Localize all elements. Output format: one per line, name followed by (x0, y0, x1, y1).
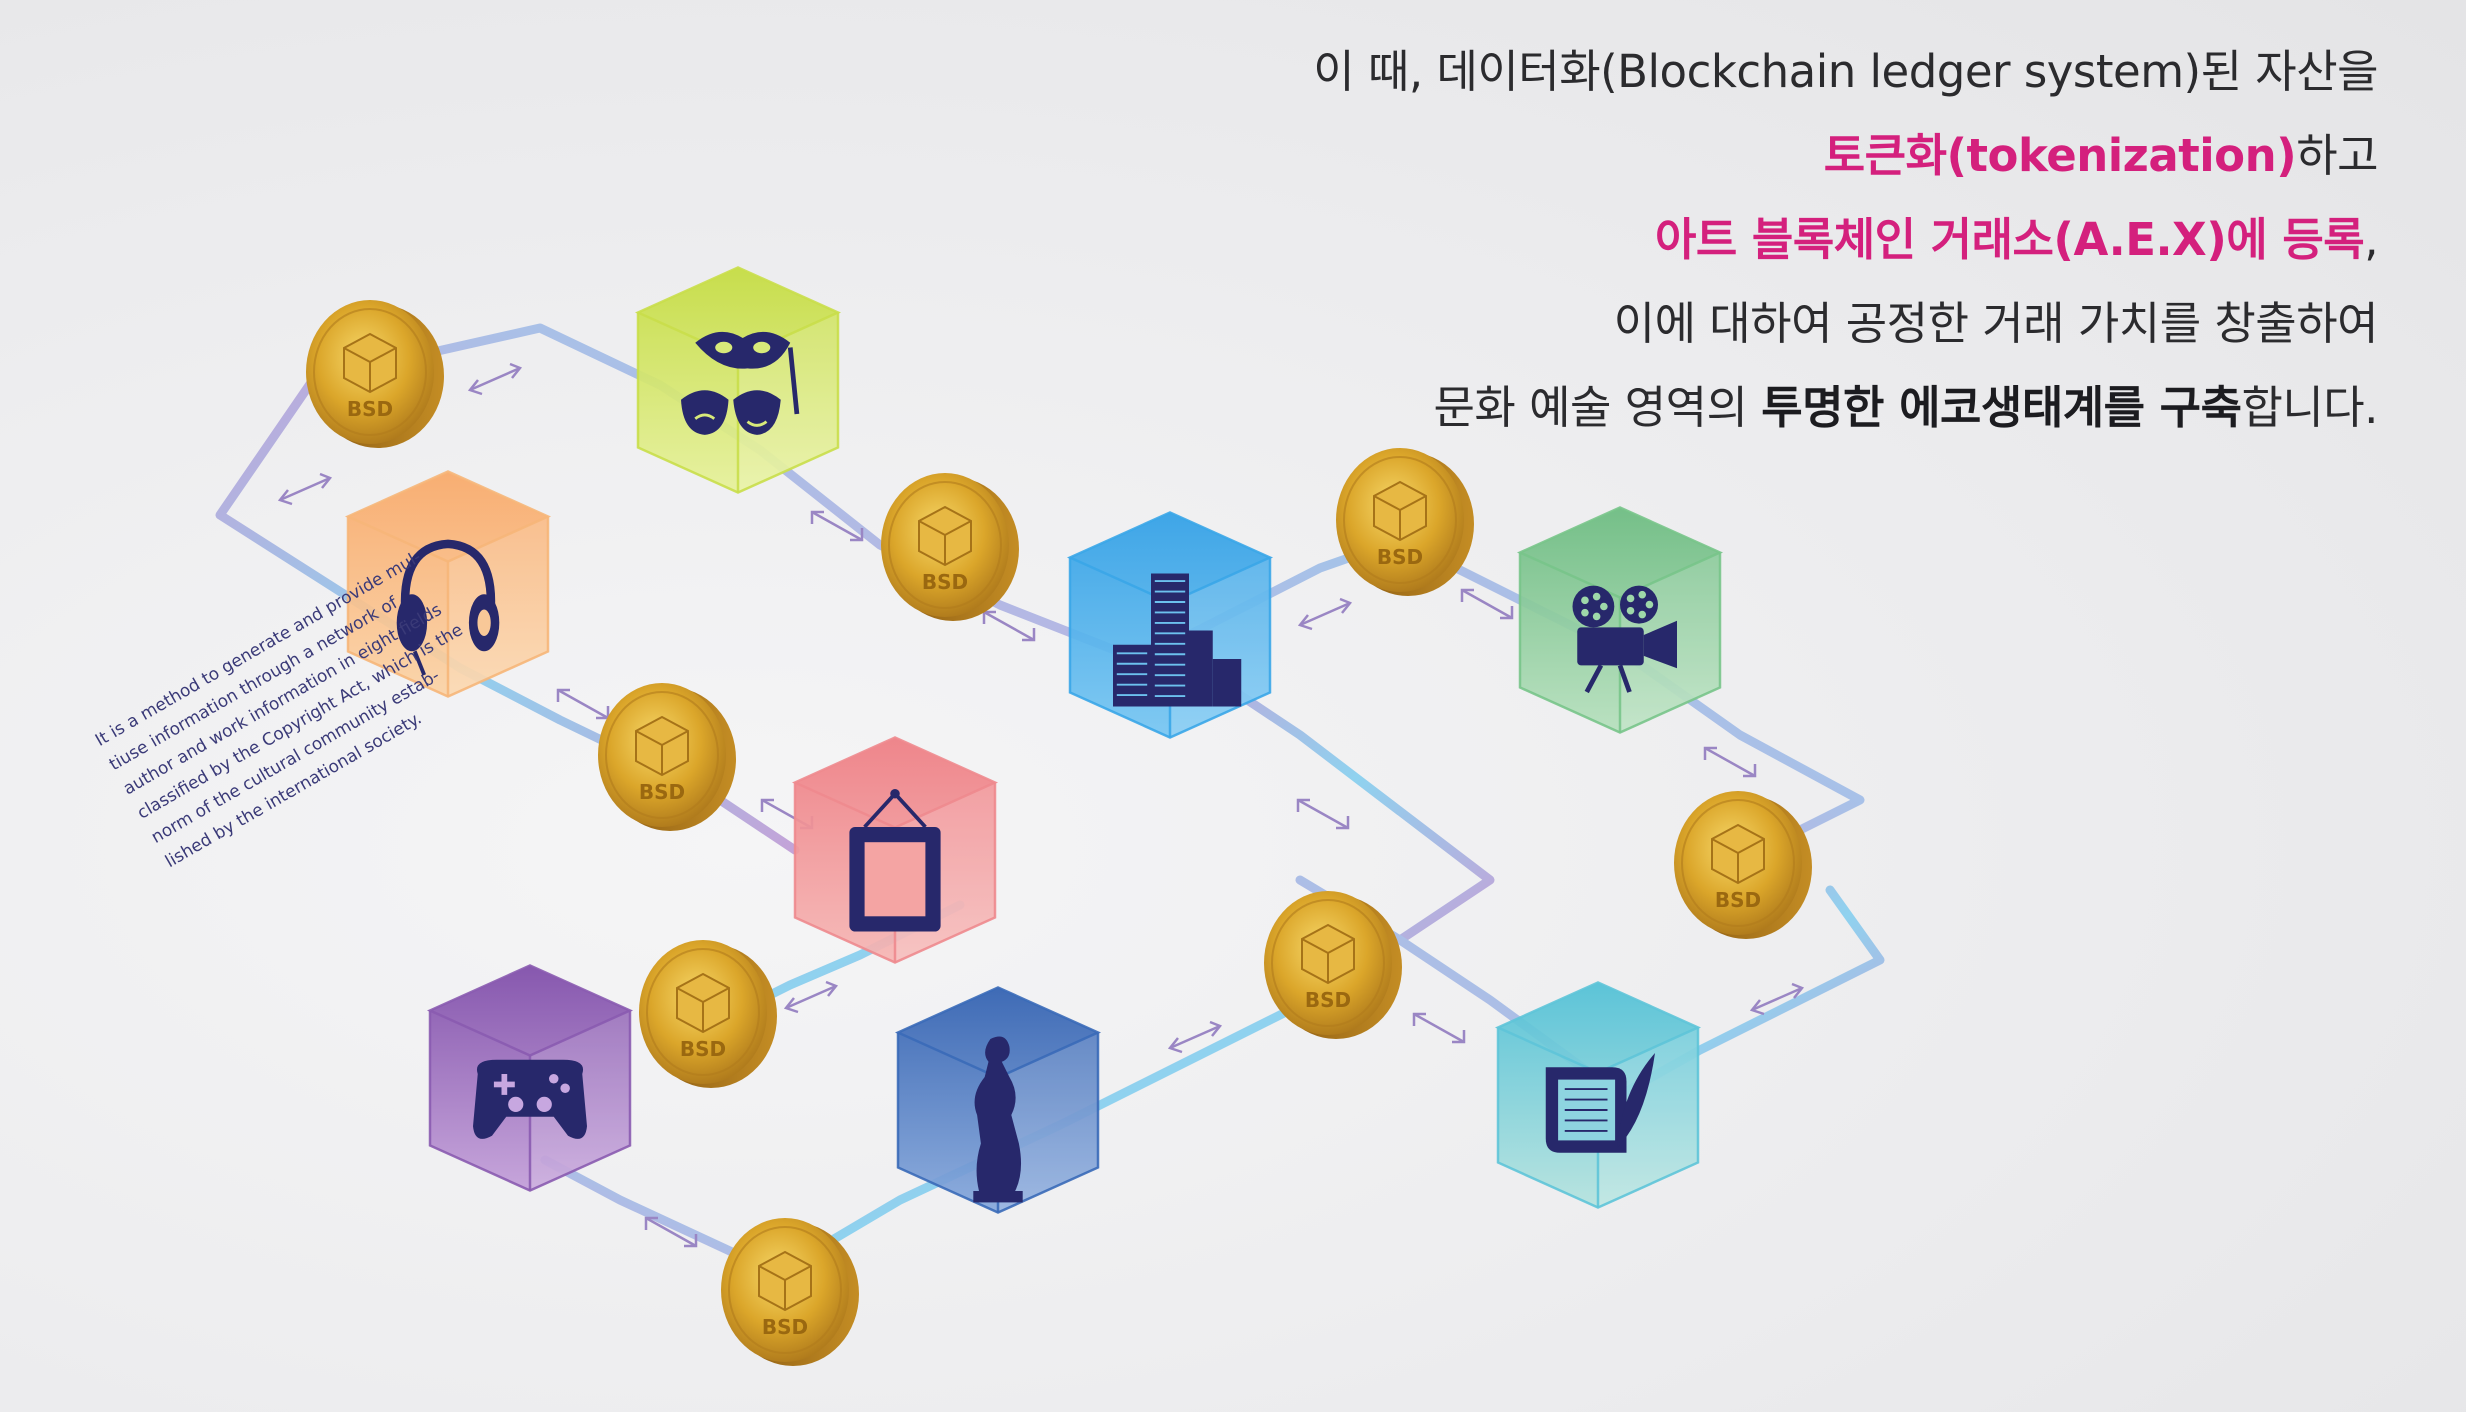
bsd-coin: BSD (639, 940, 777, 1088)
picture-frame-cube (791, 736, 999, 964)
double-arrow-icon (810, 510, 864, 542)
bsd-coin: BSD (306, 300, 444, 448)
double-arrow-icon (467, 362, 523, 396)
cube-emboss-icon (343, 332, 397, 394)
coin-label: BSD (1715, 888, 1761, 912)
bsd-coin: BSD (1264, 891, 1402, 1039)
cube-emboss-icon (1711, 823, 1765, 885)
double-arrow-icon (1297, 597, 1353, 631)
picture-frame-icon (849, 789, 941, 932)
headline-line-2: 토큰화(tokenization)하고 (1078, 114, 2379, 198)
cube-emboss-icon (1301, 923, 1355, 985)
headline-line-5: 문화 예술 영역의 투명한 에코생태계를 구축합니다. (1078, 366, 2379, 450)
coin-label: BSD (1377, 545, 1423, 569)
bsd-coin: BSD (598, 683, 736, 831)
gamepad-icon (473, 1059, 587, 1139)
double-arrow-icon (1167, 1020, 1223, 1054)
double-arrow-icon (1703, 746, 1757, 778)
theater-masks-icon (681, 331, 800, 435)
headline-line-2-rest: 하고 (2296, 129, 2378, 182)
double-arrow-icon (783, 980, 839, 1014)
coin-label: BSD (347, 397, 393, 421)
cube-emboss-icon (676, 972, 730, 1034)
building-icon (1113, 573, 1242, 707)
double-arrow-icon (277, 472, 333, 506)
bsd-coin: BSD (1674, 791, 1812, 939)
film-projector-cube (1516, 506, 1724, 734)
headline-line-1: 이 때, 데이터화(Blockchain ledger system)된 자산을 (1313, 45, 2378, 98)
theater-masks-cube (634, 266, 842, 494)
cube-emboss-icon (758, 1250, 812, 1312)
double-arrow-icon (1460, 588, 1514, 620)
building-cube (1066, 511, 1274, 739)
headphones-cube (344, 470, 552, 698)
gamepad-cube (426, 964, 634, 1192)
cube-emboss-icon (918, 505, 972, 567)
headphones-icon (396, 539, 500, 676)
path-segment (540, 1155, 765, 1270)
statue-icon (973, 1036, 1023, 1203)
headline-line-3: 아트 블록체인 거래소(A.E.X)에 등록, (1078, 198, 2379, 282)
film-projector-icon (1572, 585, 1677, 694)
coin-label: BSD (680, 1037, 726, 1061)
double-arrow-icon (1296, 798, 1350, 830)
bsd-coin: BSD (881, 473, 1019, 621)
double-arrow-icon (1749, 982, 1805, 1016)
double-arrow-icon (556, 688, 610, 720)
coin-label: BSD (762, 1315, 808, 1339)
coin-label: BSD (639, 780, 685, 804)
cube-emboss-icon (635, 715, 689, 777)
bsd-coins: BSD BSD BSD BSD BSD BSD BSD BSD (306, 300, 1812, 1366)
highlight-exchange: 아트 블록체인 거래소(A.E.X)에 등록 (1654, 213, 2365, 266)
double-arrow-icon (644, 1216, 698, 1248)
scroll-quill-cube (1494, 981, 1702, 1209)
category-cubes (344, 266, 1724, 1214)
headline-line-3-rest: , (2364, 213, 2378, 266)
double-arrow-icon (1412, 1012, 1466, 1044)
headline-line-4: 이에 대하여 공정한 거래 가치를 창출하여 (1613, 297, 2379, 350)
coin-label: BSD (1305, 988, 1351, 1012)
headline-line-5-b: 합니다. (2241, 381, 2378, 434)
bsd-coin: BSD (1336, 448, 1474, 596)
highlight-ecosystem: 투명한 에코생태계를 구축 (1761, 381, 2242, 434)
cube-emboss-icon (1373, 480, 1427, 542)
headline-line-5-a: 문화 예술 영역의 (1433, 381, 1762, 434)
headline: 이 때, 데이터화(Blockchain ledger system)된 자산을… (1078, 30, 2378, 450)
highlight-tokenization: 토큰화(tokenization) (1823, 129, 2297, 182)
statue-cube (894, 986, 1102, 1214)
coin-label: BSD (922, 570, 968, 594)
bsd-coin: BSD (721, 1218, 859, 1366)
scroll-quill-icon (1545, 1053, 1655, 1153)
